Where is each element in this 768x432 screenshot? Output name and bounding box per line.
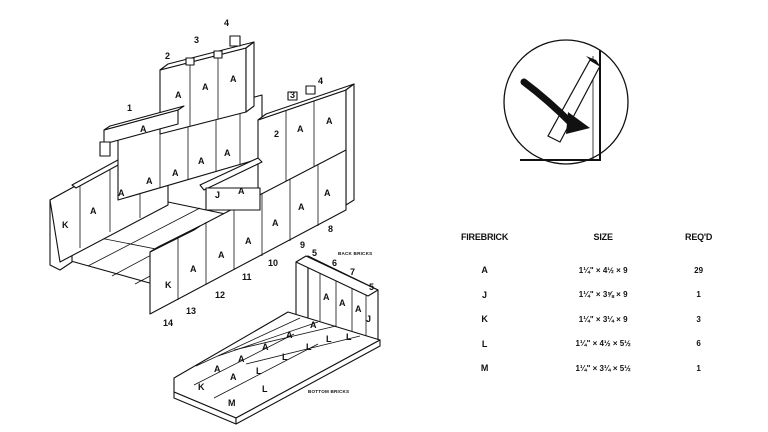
brick-code: A	[214, 364, 221, 374]
firebrick-size: 1¼" × 3¼ × 5½	[575, 363, 631, 373]
brick-code: L	[282, 352, 288, 362]
brick-code: J	[215, 190, 220, 200]
column-header-reqd: REQ'D	[685, 232, 713, 242]
label-10: 10	[268, 258, 278, 268]
label-right-3: 3	[290, 90, 295, 100]
brick-code: L	[256, 366, 262, 376]
label-1: 1	[127, 103, 132, 113]
label-13: 13	[186, 306, 196, 316]
column-header-size: SIZE	[593, 232, 613, 242]
brick-code: A	[146, 176, 153, 186]
brick-code: A	[230, 74, 237, 84]
table-row: M 1¼" × 3¼ × 5½ 1	[430, 356, 730, 381]
brick-code: A	[339, 298, 346, 308]
brick-code: A	[298, 202, 305, 212]
table-row: J 1¼" × 3⅝ × 9 1	[430, 283, 730, 308]
brick-code: A	[172, 168, 179, 178]
brick-code: A	[90, 206, 97, 216]
firebrick-code: L	[481, 338, 488, 349]
brick-code: A	[272, 218, 279, 228]
brick-code: A	[355, 304, 362, 314]
brick-code: A	[324, 188, 331, 198]
brick-code: A	[224, 148, 231, 158]
brick-code: J	[366, 314, 371, 324]
bottom-bricks: A A A A A K A L L L L L M L BOTTOM BRICK…	[173, 311, 381, 425]
firebrick-code: K	[481, 314, 488, 325]
firebrick-code: J	[482, 289, 488, 300]
label-3: 3	[194, 35, 199, 45]
firebrick-table: FIREBRICK SIZE REQ'D A 1¼" × 4½ × 9 29 J…	[430, 232, 730, 381]
brick-code: A	[238, 186, 245, 196]
brick-code: A	[198, 156, 205, 166]
label-5: 5	[312, 248, 317, 258]
label-right-4: 4	[318, 76, 323, 86]
brick-code: A	[286, 330, 293, 340]
brick-code: A	[238, 354, 245, 364]
brick-code: A	[323, 292, 330, 302]
brick-code: A	[297, 124, 304, 134]
brick-code: A	[310, 320, 317, 330]
brick-code: A	[140, 124, 147, 134]
assembly-labels: 1 2 3 4 2 3 4 8 9 10 11 12 13 14 K A A A…	[62, 18, 333, 328]
brick-code: K	[198, 382, 205, 392]
brick-code: L	[262, 384, 268, 394]
label-9: 9	[300, 240, 305, 250]
label-6: 6	[332, 258, 337, 268]
firebrick-qty: 3	[696, 314, 701, 324]
label-11: 11	[242, 272, 252, 282]
table-row: A 1¼" × 4½ × 9 29	[430, 258, 730, 283]
firebrick-code: A	[481, 265, 488, 276]
brick-code: A	[175, 90, 182, 100]
back-tower-side	[245, 41, 255, 113]
table-header-row: FIREBRICK SIZE REQ'D	[430, 232, 730, 258]
firebrick-qty: 29	[694, 265, 704, 275]
firebrick-qty: 1	[696, 290, 701, 300]
brick-code: A	[245, 236, 252, 246]
label-4: 4	[224, 18, 229, 28]
firebrick-size: 1¼" × 3¼ × 9	[578, 314, 628, 324]
front-wall	[149, 149, 347, 315]
brick-code: L	[306, 342, 312, 352]
brick-code: A	[230, 372, 237, 382]
detail-circle	[503, 39, 629, 165]
firebrick-qty: 6	[696, 339, 701, 349]
brick-code: A	[262, 342, 269, 352]
brick-code: K	[165, 280, 172, 290]
label-2: 2	[165, 51, 170, 61]
label-8: 8	[328, 224, 333, 234]
brick-code: A	[118, 188, 125, 198]
bottom-bricks-caption: BOTTOM BRICKS	[308, 389, 349, 394]
label-right-2: 2	[274, 129, 279, 139]
back-bricks-caption: BACK BRICKS	[338, 251, 372, 256]
label-7: 7	[350, 267, 355, 277]
brick-code: A	[190, 264, 197, 274]
brick-code: A	[218, 250, 225, 260]
firebrick-size: 1¼" × 4½ × 5½	[575, 339, 631, 349]
table-row: K 1¼" × 3¼ × 9 3	[430, 307, 730, 332]
firebrick-size: 1¼" × 4½ × 9	[578, 265, 628, 275]
brick-code: L	[346, 332, 352, 342]
brick-code: A	[326, 116, 333, 126]
brick-code: L	[326, 334, 332, 344]
brick-code: K	[62, 220, 69, 230]
firebox-assembly	[49, 35, 355, 315]
brick-code: A	[202, 82, 209, 92]
brick-code: M	[228, 398, 236, 408]
label-14: 14	[163, 318, 173, 328]
firebrick-code: M	[480, 363, 489, 374]
firebrick-qty: 1	[696, 363, 701, 373]
label-5b: 5	[369, 282, 374, 292]
label-12: 12	[215, 290, 225, 300]
firebrick-size: 1¼" × 3⅝ × 9	[578, 290, 628, 300]
column-header-firebrick: FIREBRICK	[460, 232, 509, 242]
table-row: L 1¼" × 4½ × 5½ 6	[430, 332, 730, 357]
